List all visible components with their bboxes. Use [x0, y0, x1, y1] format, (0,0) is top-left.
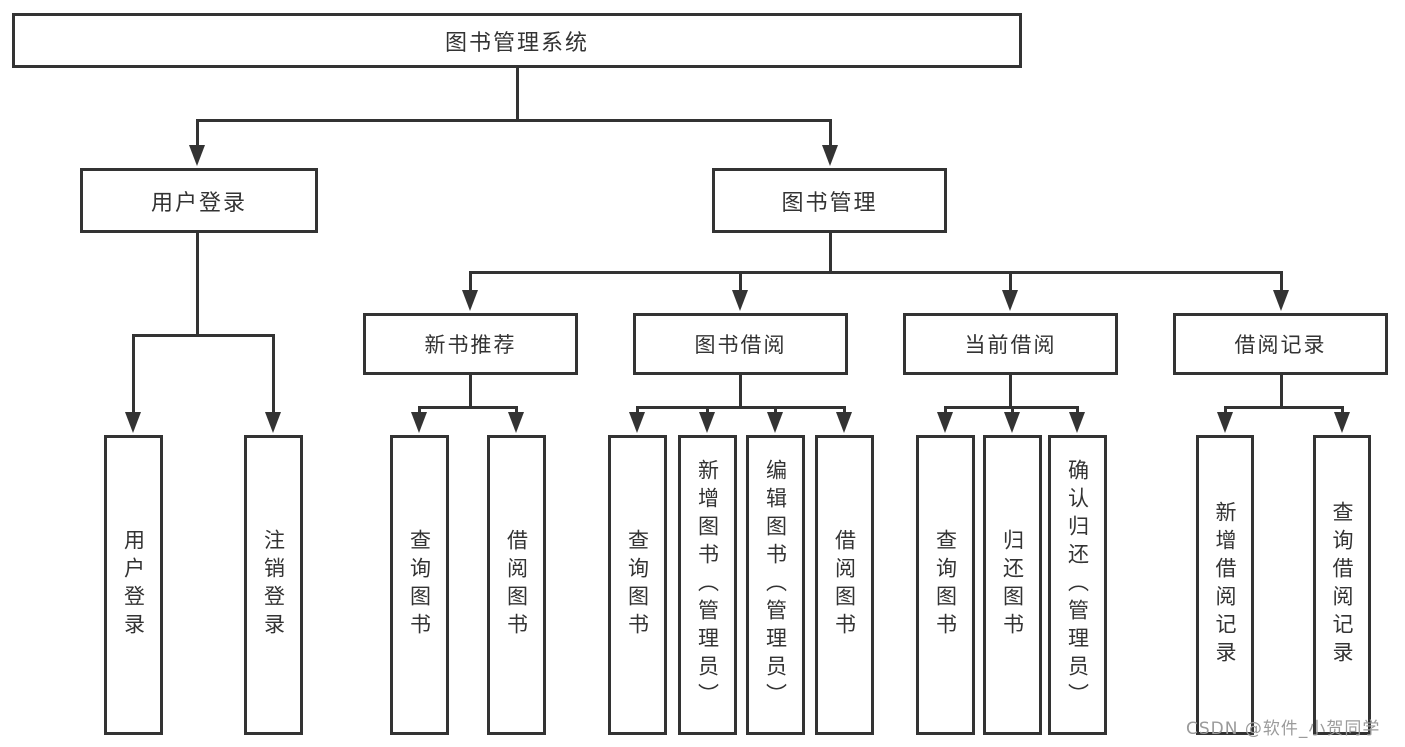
connector-line — [468, 270, 1283, 274]
node-leaf-logout: 注销登录 — [244, 435, 303, 735]
connector-arrowhead-icon — [1069, 412, 1085, 433]
connector-line — [417, 405, 518, 409]
connector-arrow-shaft — [417, 407, 421, 415]
connector-arrow-shaft — [1075, 407, 1079, 415]
connector-arrow-shaft — [514, 407, 518, 415]
connector-arrowhead-icon — [699, 412, 715, 433]
node-leaf-user-login: 用户登录 — [104, 435, 163, 735]
node-book-borrow: 图书借阅 — [633, 313, 848, 375]
connector-arrowhead-icon — [629, 412, 645, 433]
connector-arrowhead-icon — [189, 145, 205, 166]
connector-arrowhead-icon — [265, 412, 281, 433]
connector-arrow-shaft — [842, 407, 846, 415]
connector-arrow-shaft — [1008, 272, 1012, 293]
connector-arrow-shaft — [828, 120, 832, 148]
connector-arrow-shaft — [705, 407, 709, 415]
connector-line — [738, 375, 742, 407]
connector-arrowhead-icon — [1273, 290, 1289, 311]
node-leaf-edit-books: 编辑图书（管理员） — [746, 435, 805, 735]
node-leaf-borrow-books-rec: 借阅图书 — [487, 435, 546, 735]
node-leaf-return-books: 归还图书 — [983, 435, 1042, 735]
connector-arrowhead-icon — [125, 412, 141, 433]
connector-arrow-shaft — [943, 407, 947, 415]
connector-line — [195, 233, 199, 335]
connector-arrow-shaft — [1279, 272, 1283, 293]
node-current-borrow: 当前借阅 — [903, 313, 1118, 375]
connector-arrowhead-icon — [411, 412, 427, 433]
node-leaf-add-borrow-record: 新增借阅记录 — [1196, 435, 1254, 735]
connector-arrow-shaft — [738, 272, 742, 293]
connector-arrowhead-icon — [767, 412, 783, 433]
node-borrow-records: 借阅记录 — [1173, 313, 1388, 375]
node-leaf-borrow-books: 借阅图书 — [815, 435, 874, 735]
connector-arrow-shaft — [1010, 407, 1014, 415]
connector-arrow-shaft — [468, 272, 472, 293]
node-leaf-add-books: 新增图书（管理员） — [678, 435, 737, 735]
connector-arrowhead-icon — [836, 412, 852, 433]
connector-line — [1008, 375, 1012, 407]
connector-arrowhead-icon — [1334, 412, 1350, 433]
node-root: 图书管理系统 — [12, 13, 1022, 68]
connector-arrow-shaft — [1223, 407, 1227, 415]
connector-arrow-shaft — [1340, 407, 1344, 415]
connector-line — [195, 118, 832, 122]
node-book-mgmt: 图书管理 — [712, 168, 947, 233]
connector-line — [1279, 375, 1283, 407]
connector-line — [468, 375, 472, 407]
node-leaf-query-books-borrow: 查询图书 — [608, 435, 667, 735]
connector-arrowhead-icon — [937, 412, 953, 433]
connector-arrow-shaft — [271, 335, 275, 415]
node-leaf-confirm-return: 确认归还（管理员） — [1048, 435, 1107, 735]
node-leaf-query-books-cur: 查询图书 — [916, 435, 975, 735]
connector-arrowhead-icon — [1004, 412, 1020, 433]
node-leaf-query-borrow-record: 查询借阅记录 — [1313, 435, 1371, 735]
connector-arrow-shaft — [773, 407, 777, 415]
connector-arrow-shaft — [131, 335, 135, 415]
connector-line — [515, 68, 519, 120]
csdn-watermark: CSDN @软件_小贺同学 — [1186, 719, 1381, 739]
connector-arrowhead-icon — [822, 145, 838, 166]
node-new-book-rec: 新书推荐 — [363, 313, 578, 375]
connector-line — [828, 233, 832, 272]
node-user-login: 用户登录 — [80, 168, 318, 233]
connector-line — [1223, 405, 1344, 409]
connector-arrowhead-icon — [732, 290, 748, 311]
connector-line — [131, 333, 275, 337]
connector-arrowhead-icon — [508, 412, 524, 433]
node-leaf-query-books-rec: 查询图书 — [390, 435, 449, 735]
connector-arrowhead-icon — [462, 290, 478, 311]
connector-arrow-shaft — [635, 407, 639, 415]
connector-arrowhead-icon — [1217, 412, 1233, 433]
connector-arrow-shaft — [195, 120, 199, 148]
connector-arrowhead-icon — [1002, 290, 1018, 311]
connector-line — [635, 405, 846, 409]
